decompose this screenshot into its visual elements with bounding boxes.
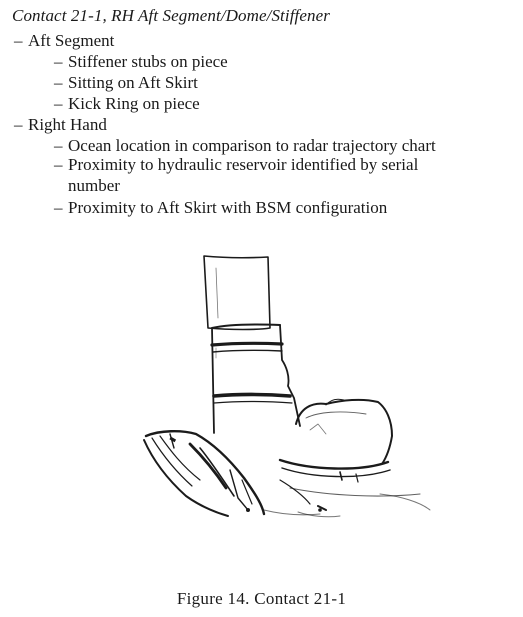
figure-caption: Figure 14. Contact 21-1 <box>176 589 347 608</box>
outline-item-continuation: number <box>68 176 120 195</box>
outline-subitem-sitting-on-aft-skirt: –Sitting on Aft Skirt <box>54 72 198 93</box>
outline-item-label: Aft Segment <box>28 31 115 50</box>
outline-item-label: Proximity to Aft Skirt with BSM configur… <box>68 198 388 217</box>
dome-outline <box>295 398 393 465</box>
outline-subitem-aft-skirt-bsm: –Proximity to Aft Skirt with BSM configu… <box>54 197 387 218</box>
dash-marker: – <box>14 115 23 134</box>
dash-marker: – <box>14 31 23 50</box>
dash-marker: – <box>54 94 63 113</box>
kick-ring-band <box>278 458 390 470</box>
outline-item-aft-segment: –Aft Segment <box>14 30 114 51</box>
outline-item-label: Stiffener stubs on piece <box>68 52 228 71</box>
contact-21-1-photo <box>143 255 431 518</box>
outline-item-right-hand: –Right Hand <box>14 114 107 135</box>
aft-skirt-lower-edge <box>143 439 229 517</box>
band-stripe-lower <box>212 392 292 398</box>
outline-subitem-stiffener-stubs: –Stiffener stubs on piece <box>54 51 228 72</box>
outline-item-label: Ocean location in comparison to radar tr… <box>68 136 436 155</box>
aft-skirt-fragment <box>144 430 266 516</box>
dash-marker: – <box>54 52 63 71</box>
band-stripe-upper <box>210 341 284 347</box>
outline-item-label: Proximity to hydraulic reservoir identif… <box>68 155 419 174</box>
segment-top-edge <box>211 323 281 329</box>
outline-item-label: Kick Ring on piece <box>68 94 200 113</box>
outline-subitem-ocean-location: –Ocean location in comparison to radar t… <box>54 135 436 156</box>
dash-marker: – <box>54 136 63 155</box>
page-title: Contact 21-1, RH Aft Segment/Dome/Stiffe… <box>12 6 330 25</box>
segment-right-edge <box>279 324 301 427</box>
outline-item-label: Sitting on Aft Skirt <box>68 73 198 92</box>
dash-marker: – <box>54 198 63 217</box>
upper-panel-outline <box>203 255 271 331</box>
outline-subitem-kick-ring: –Kick Ring on piece <box>54 93 200 114</box>
outline-item-label: Right Hand <box>28 115 107 134</box>
outline-subitem-hydraulic-reservoir: –Proximity to hydraulic reservoir identi… <box>54 154 514 196</box>
dash-marker: – <box>54 155 63 174</box>
dash-marker: – <box>54 73 63 92</box>
